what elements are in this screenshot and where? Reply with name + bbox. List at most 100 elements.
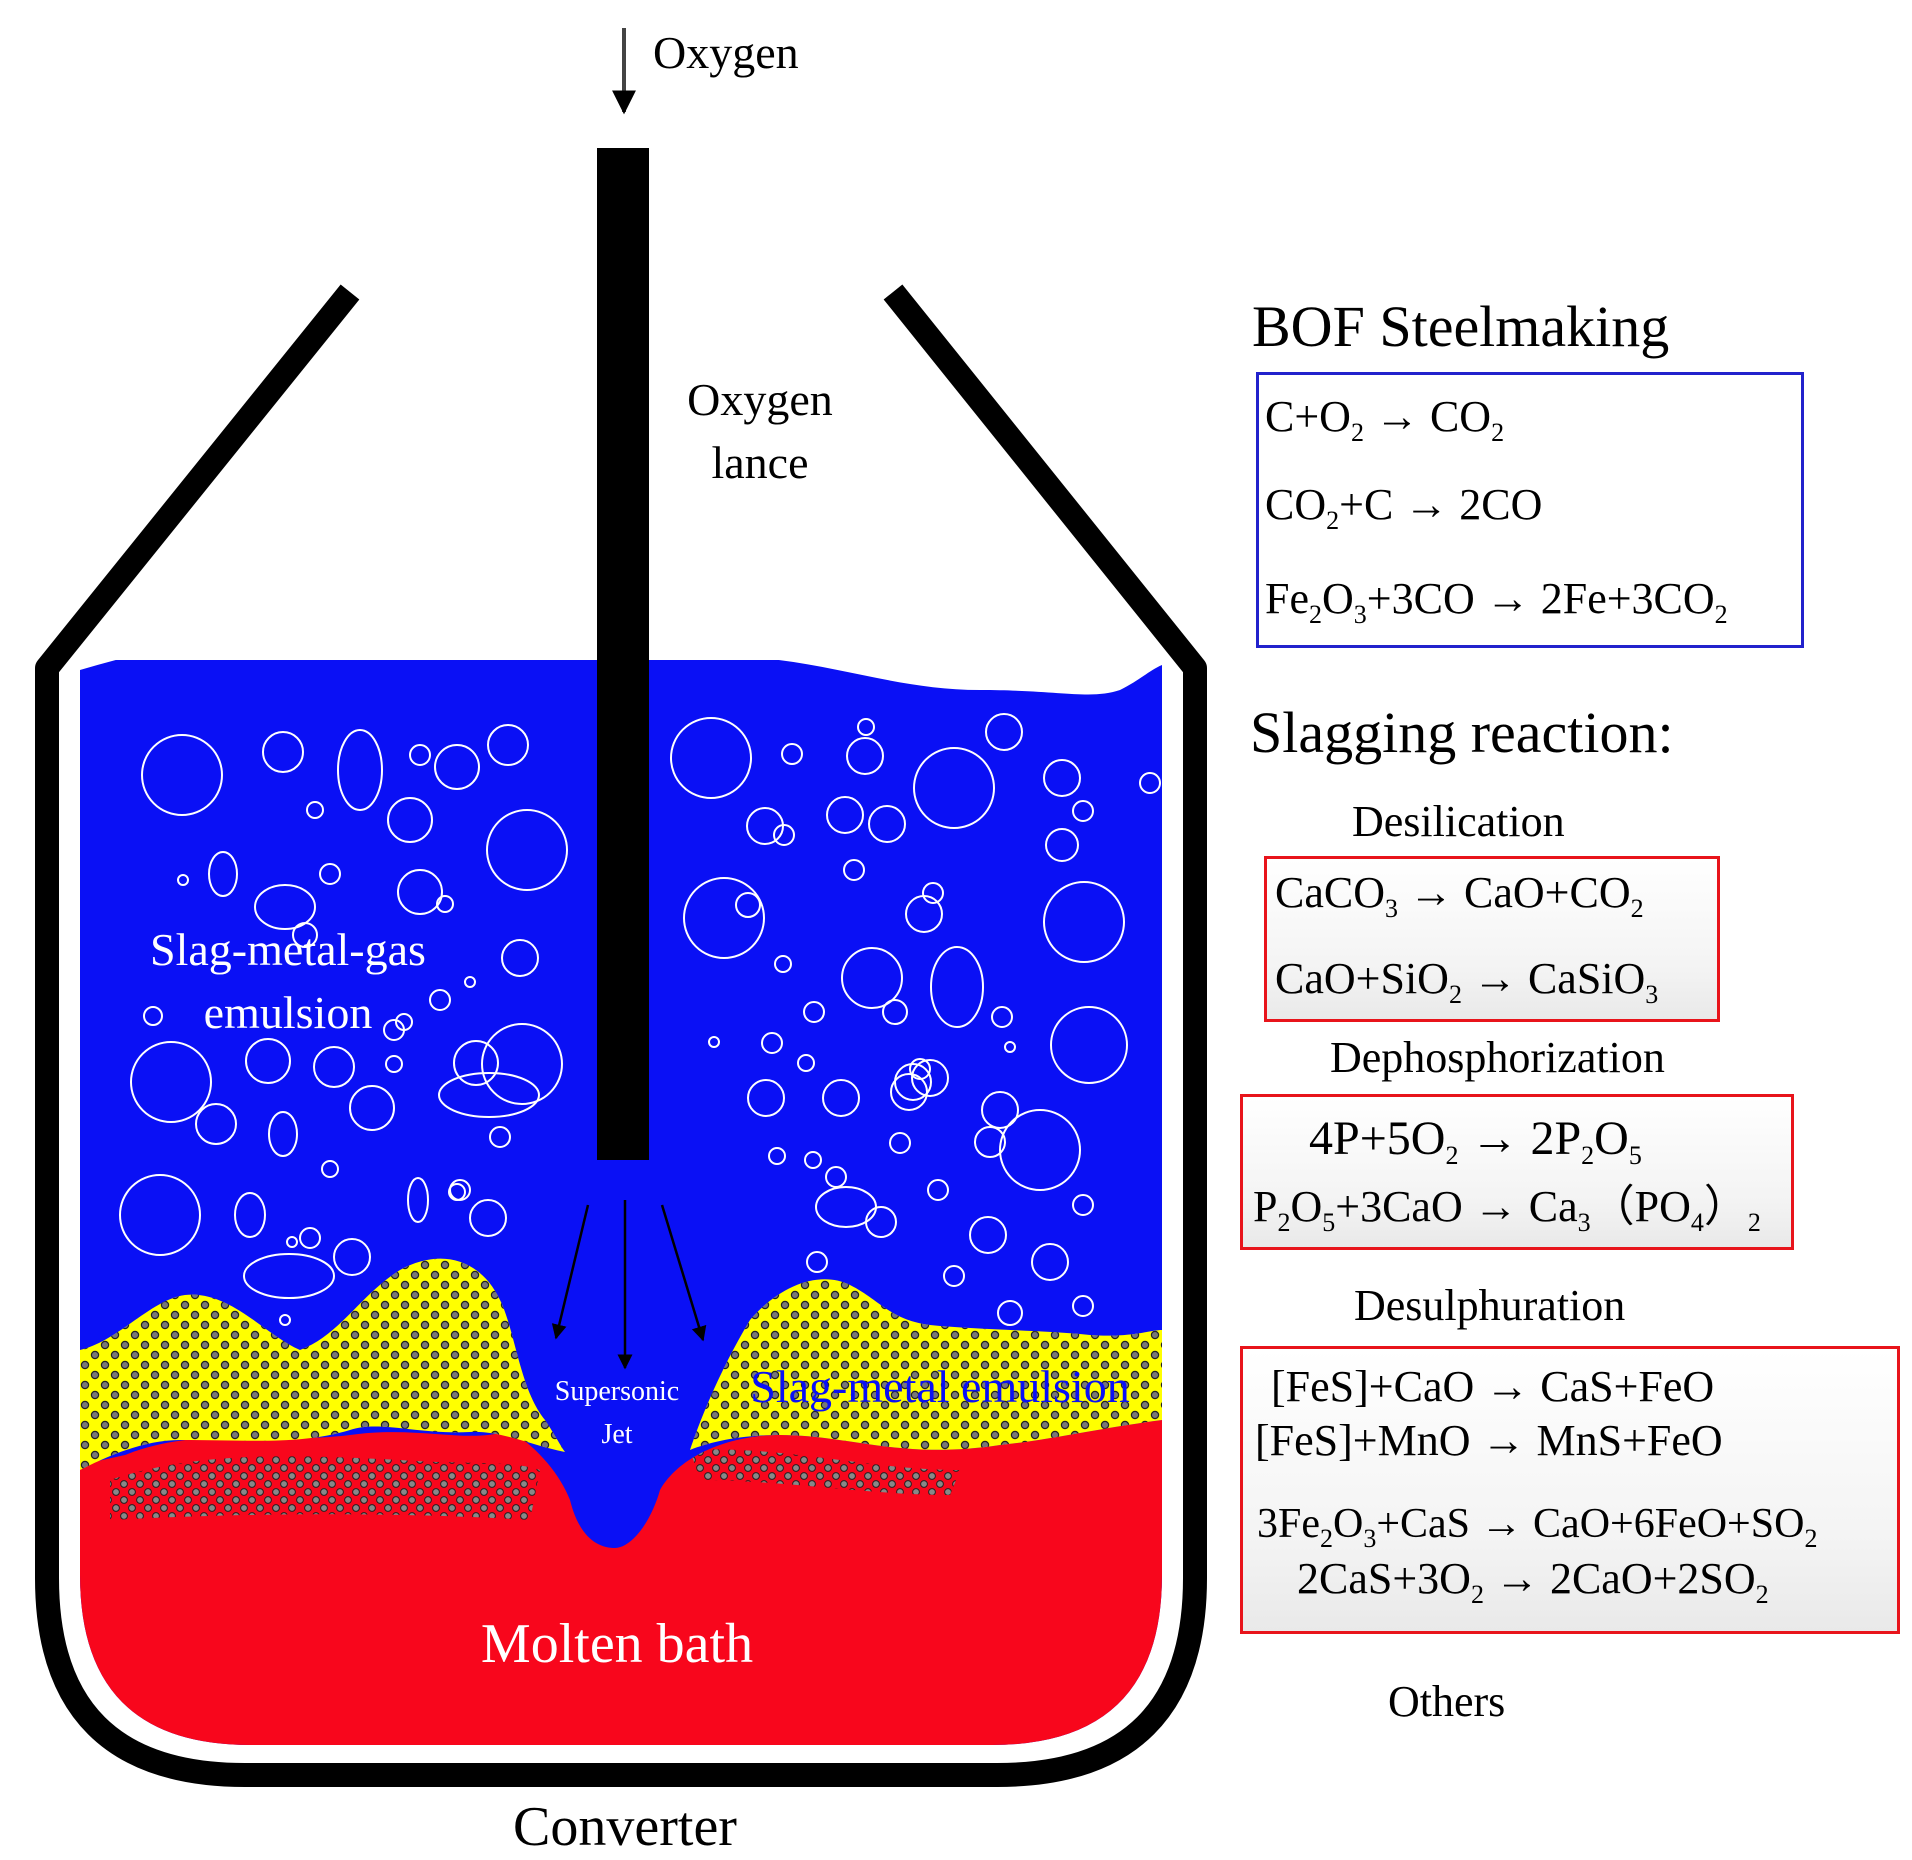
gas-bubble [735, 892, 761, 918]
gas-bubble [489, 1126, 511, 1148]
gas-bubble [999, 1109, 1081, 1191]
gas-bubble [911, 1059, 949, 1097]
gas-bubble [913, 747, 995, 829]
gas-bubble [1045, 828, 1079, 862]
gas-bubble [286, 1236, 298, 1248]
gas-bubble [306, 801, 324, 819]
dephosphorization-reaction-box: 4P+5O2 → 2P2O5 P2O5+3CaO → Ca3（PO4）2 [1240, 1094, 1794, 1250]
gas-bubble [1043, 881, 1125, 963]
gas-bubble [1072, 800, 1094, 822]
gas-bubble [292, 922, 318, 948]
oxygen-label: Oxygen [653, 27, 799, 78]
gas-bubble [487, 724, 529, 766]
gas-bubble [826, 796, 864, 834]
gas-bubble [768, 1147, 786, 1165]
desulphuration-equation: [FeS]+CaO → CaS+FeO [1271, 1362, 1715, 1411]
oxygen-lance [597, 148, 649, 1160]
gas-bubble [245, 1038, 291, 1084]
desulphuration-equation: 3Fe2O3+CaS → CaO+6FeO+SO2 [1257, 1501, 1818, 1553]
gas-bubble [991, 1006, 1013, 1028]
gas-bubble [857, 718, 875, 736]
bof-equation: Fe2O3+3CO → 2Fe+3CO2 [1265, 574, 1728, 629]
gas-bubble [843, 859, 865, 881]
bof-steelmaking-title: BOF Steelmaking [1252, 294, 1670, 359]
gas-bubble [481, 1023, 563, 1105]
gas-bubble [333, 1238, 371, 1276]
gas-bubble [997, 1300, 1023, 1326]
gas-bubble [268, 1111, 298, 1157]
gas-bubble [143, 1006, 163, 1026]
gas-bubble [385, 1055, 403, 1073]
desilication-reaction-box: CaCO3 → CaO+CO2 CaO+SiO2 → CaSiO3 [1264, 856, 1720, 1022]
gas-bubble [409, 744, 431, 766]
gas-bubble [262, 731, 304, 773]
bof-equation: CO2+C → 2CO [1265, 480, 1543, 535]
bath-droplet-band [110, 1449, 960, 1520]
gas-bubble [319, 863, 341, 885]
gas-bubble [1050, 1006, 1128, 1084]
gas-bubble [1072, 1295, 1094, 1317]
gas-bubble [781, 743, 803, 765]
gas-bubble [890, 1073, 928, 1111]
gas-bubble [747, 1079, 785, 1117]
gas-bubble [825, 1166, 847, 1188]
gas-bubble [708, 1036, 720, 1048]
gas-bubble [746, 807, 784, 845]
slagging-reaction-title: Slagging reaction: [1250, 700, 1674, 765]
gas-bubble [683, 877, 765, 959]
left-emulsion-droplets [80, 1258, 565, 1470]
gas-bubble [922, 882, 944, 904]
gas-bubble [927, 1179, 949, 1201]
gas-bubble [803, 1001, 825, 1023]
gas-bubble [1004, 1041, 1016, 1053]
slag-metal-gas-label-line1: Slag-metal-gas [150, 924, 426, 975]
gas-bubble [761, 1032, 783, 1054]
gas-bubbles [119, 713, 1161, 1326]
gas-bubble [383, 1019, 405, 1041]
gas-bubble [804, 1151, 822, 1169]
gas-bubble [177, 874, 189, 886]
gas-bubble [981, 1091, 1019, 1129]
gas-bubble [469, 1199, 507, 1237]
gas-bubble [1139, 772, 1161, 794]
gas-bubble [882, 999, 908, 1025]
slag-metal-emulsion-label: Slag-metal emulsion [750, 1361, 1129, 1412]
gas-bubble [969, 1216, 1007, 1254]
supersonic-jet-label-line1: Supersonic [555, 1376, 679, 1407]
gas-bubble [130, 1041, 212, 1123]
dephosphorization-title: Dephosphorization [1330, 1033, 1665, 1082]
gas-bubble [905, 895, 943, 933]
gas-bubble [841, 947, 903, 1009]
gas-bubble [943, 1265, 965, 1287]
gas-bubble [501, 939, 539, 977]
converter-label: Converter [513, 1796, 737, 1858]
gas-bubble [1072, 1194, 1094, 1216]
gas-bubble [349, 1085, 395, 1131]
gas-bubble [234, 1192, 266, 1238]
gas-bubble [438, 1072, 540, 1118]
gas-bubble [1043, 759, 1081, 797]
gas-bubble [774, 955, 792, 973]
gas-bubble [279, 1314, 291, 1326]
desulphuration-reaction-box: [FeS]+CaO → CaS+FeO [FeS]+MnO → MnS+FeO … [1240, 1346, 1900, 1634]
dephosphorization-equation: 4P+5O2 → 2P2O5 [1309, 1112, 1642, 1170]
gas-bubble [889, 1132, 911, 1154]
gas-bubble [387, 797, 433, 843]
gas-bubble [974, 1126, 1006, 1158]
gas-bubble [486, 809, 568, 891]
gas-bubble [313, 1046, 355, 1088]
gas-bubble [434, 744, 480, 790]
gas-bubble [670, 717, 752, 799]
bof-reaction-box: C+O2 → CO2 CO2+C → 2CO Fe2O3+3CO → 2Fe+3… [1256, 372, 1804, 648]
desilication-title: Desilication [1352, 797, 1565, 846]
jet-arrow-left [551, 1204, 590, 1340]
gas-bubble [868, 805, 906, 843]
gas-bubble [464, 976, 476, 988]
slag-metal-gas-label-line2: emulsion [204, 987, 373, 1038]
gas-bubble [397, 869, 443, 915]
desilication-equation: CaCO3 → CaO+CO2 [1275, 868, 1644, 923]
jet-arrow-right [660, 1204, 707, 1342]
gas-bubble [407, 1177, 429, 1223]
desilication-equation: CaO+SiO2 → CaSiO3 [1275, 954, 1659, 1009]
